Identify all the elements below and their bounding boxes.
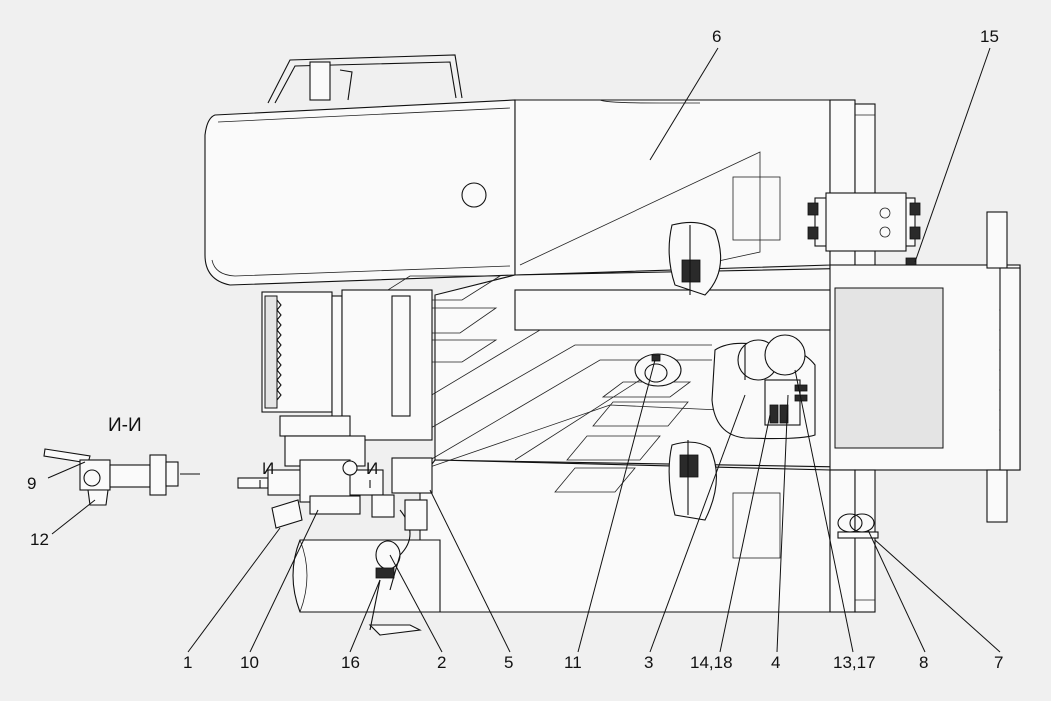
callout-7: 7 xyxy=(994,653,1003,672)
main-body xyxy=(514,99,921,276)
callout-16: 16 xyxy=(341,653,360,672)
callout-5: 5 xyxy=(504,653,513,672)
callout-13-17: 13,17 xyxy=(833,653,876,672)
callout-4: 4 xyxy=(771,653,780,672)
callout-3: 3 xyxy=(644,653,653,672)
callout-11: 11 xyxy=(564,653,582,672)
section-detail xyxy=(43,448,200,506)
section-cut-markers xyxy=(259,480,371,488)
engine-side xyxy=(261,289,433,467)
callout-2: 2 xyxy=(437,653,446,672)
callout-8: 8 xyxy=(919,653,928,672)
hood-handle xyxy=(267,54,463,104)
section-title: И-И xyxy=(108,415,142,436)
engine-hood xyxy=(204,99,516,286)
callout-12: 12 xyxy=(30,530,49,549)
valve-assembly xyxy=(711,334,816,440)
brake-valve-group xyxy=(237,457,433,636)
leader-lines xyxy=(47,47,1001,653)
callout-10: 10 xyxy=(240,653,259,672)
callout-9: 9 xyxy=(27,474,36,493)
fuel-tank xyxy=(292,459,879,613)
callout-14-18: 14,18 xyxy=(690,653,733,672)
callout-1: 1 xyxy=(183,653,192,672)
clamp-lower xyxy=(668,440,717,521)
filler-cap xyxy=(634,353,682,387)
chassis xyxy=(434,211,1021,523)
callout-6: 6 xyxy=(712,27,721,46)
clamp-upper xyxy=(668,221,722,296)
section-mark-right: И xyxy=(366,459,378,478)
callout-15: 15 xyxy=(980,27,999,46)
section-mark-left: И xyxy=(262,459,274,478)
